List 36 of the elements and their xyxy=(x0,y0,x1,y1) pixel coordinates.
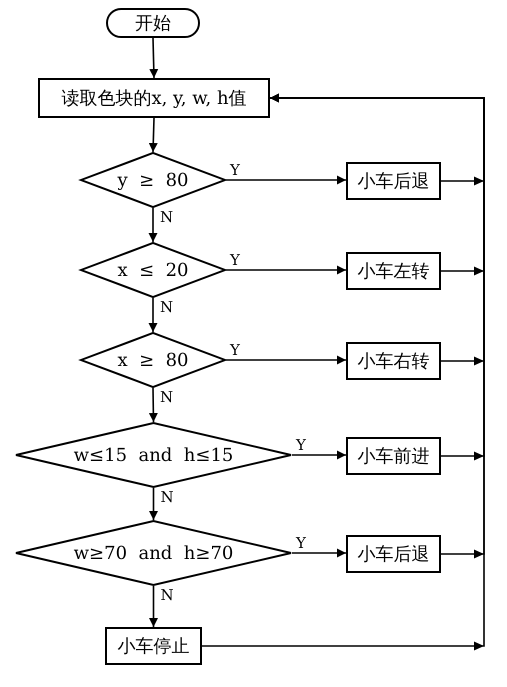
process-box: 小车左转 xyxy=(346,252,441,290)
edge-label: N xyxy=(159,210,174,225)
arrow xyxy=(148,388,158,422)
edge-label: N xyxy=(160,490,175,505)
process-box: 小车后退 xyxy=(346,535,441,573)
edge-label: Y xyxy=(295,536,307,551)
edge-label: Y xyxy=(229,163,241,178)
edge-label: Y xyxy=(295,438,307,453)
edge-label: Y xyxy=(229,253,241,268)
edge-label: N xyxy=(159,300,174,315)
arrow xyxy=(226,356,346,364)
arrow xyxy=(149,586,158,627)
edge-label: N xyxy=(159,390,174,405)
arrow xyxy=(226,176,346,184)
arrow xyxy=(226,266,346,274)
process-box: 小车停止 xyxy=(105,627,202,665)
decision-diamond: w≤15 and h≤15 xyxy=(15,422,292,488)
process-box: 小车前进 xyxy=(346,437,441,475)
arrow xyxy=(292,548,346,558)
decision-diamond: y ≥ 80 xyxy=(80,152,226,208)
decision-diamond: x ≤ 20 xyxy=(80,242,226,298)
edge-label: Y xyxy=(229,343,241,358)
arrow xyxy=(149,38,158,78)
decision-diamond: w≥70 and h≥70 xyxy=(15,520,292,586)
edge-label: N xyxy=(160,588,175,603)
process-box: 小车右转 xyxy=(346,342,441,380)
start-terminal: 开始 xyxy=(106,8,200,38)
arrow xyxy=(202,94,485,650)
decision-diamond: x ≥ 80 xyxy=(80,332,226,388)
arrow xyxy=(149,488,158,520)
arrow xyxy=(148,208,158,242)
arrow xyxy=(292,450,346,460)
arrow xyxy=(148,298,158,332)
process-box: 小车后退 xyxy=(346,162,441,200)
arrow xyxy=(148,118,158,152)
process-box: 读取色块的x, y, w, h值 xyxy=(38,78,270,118)
